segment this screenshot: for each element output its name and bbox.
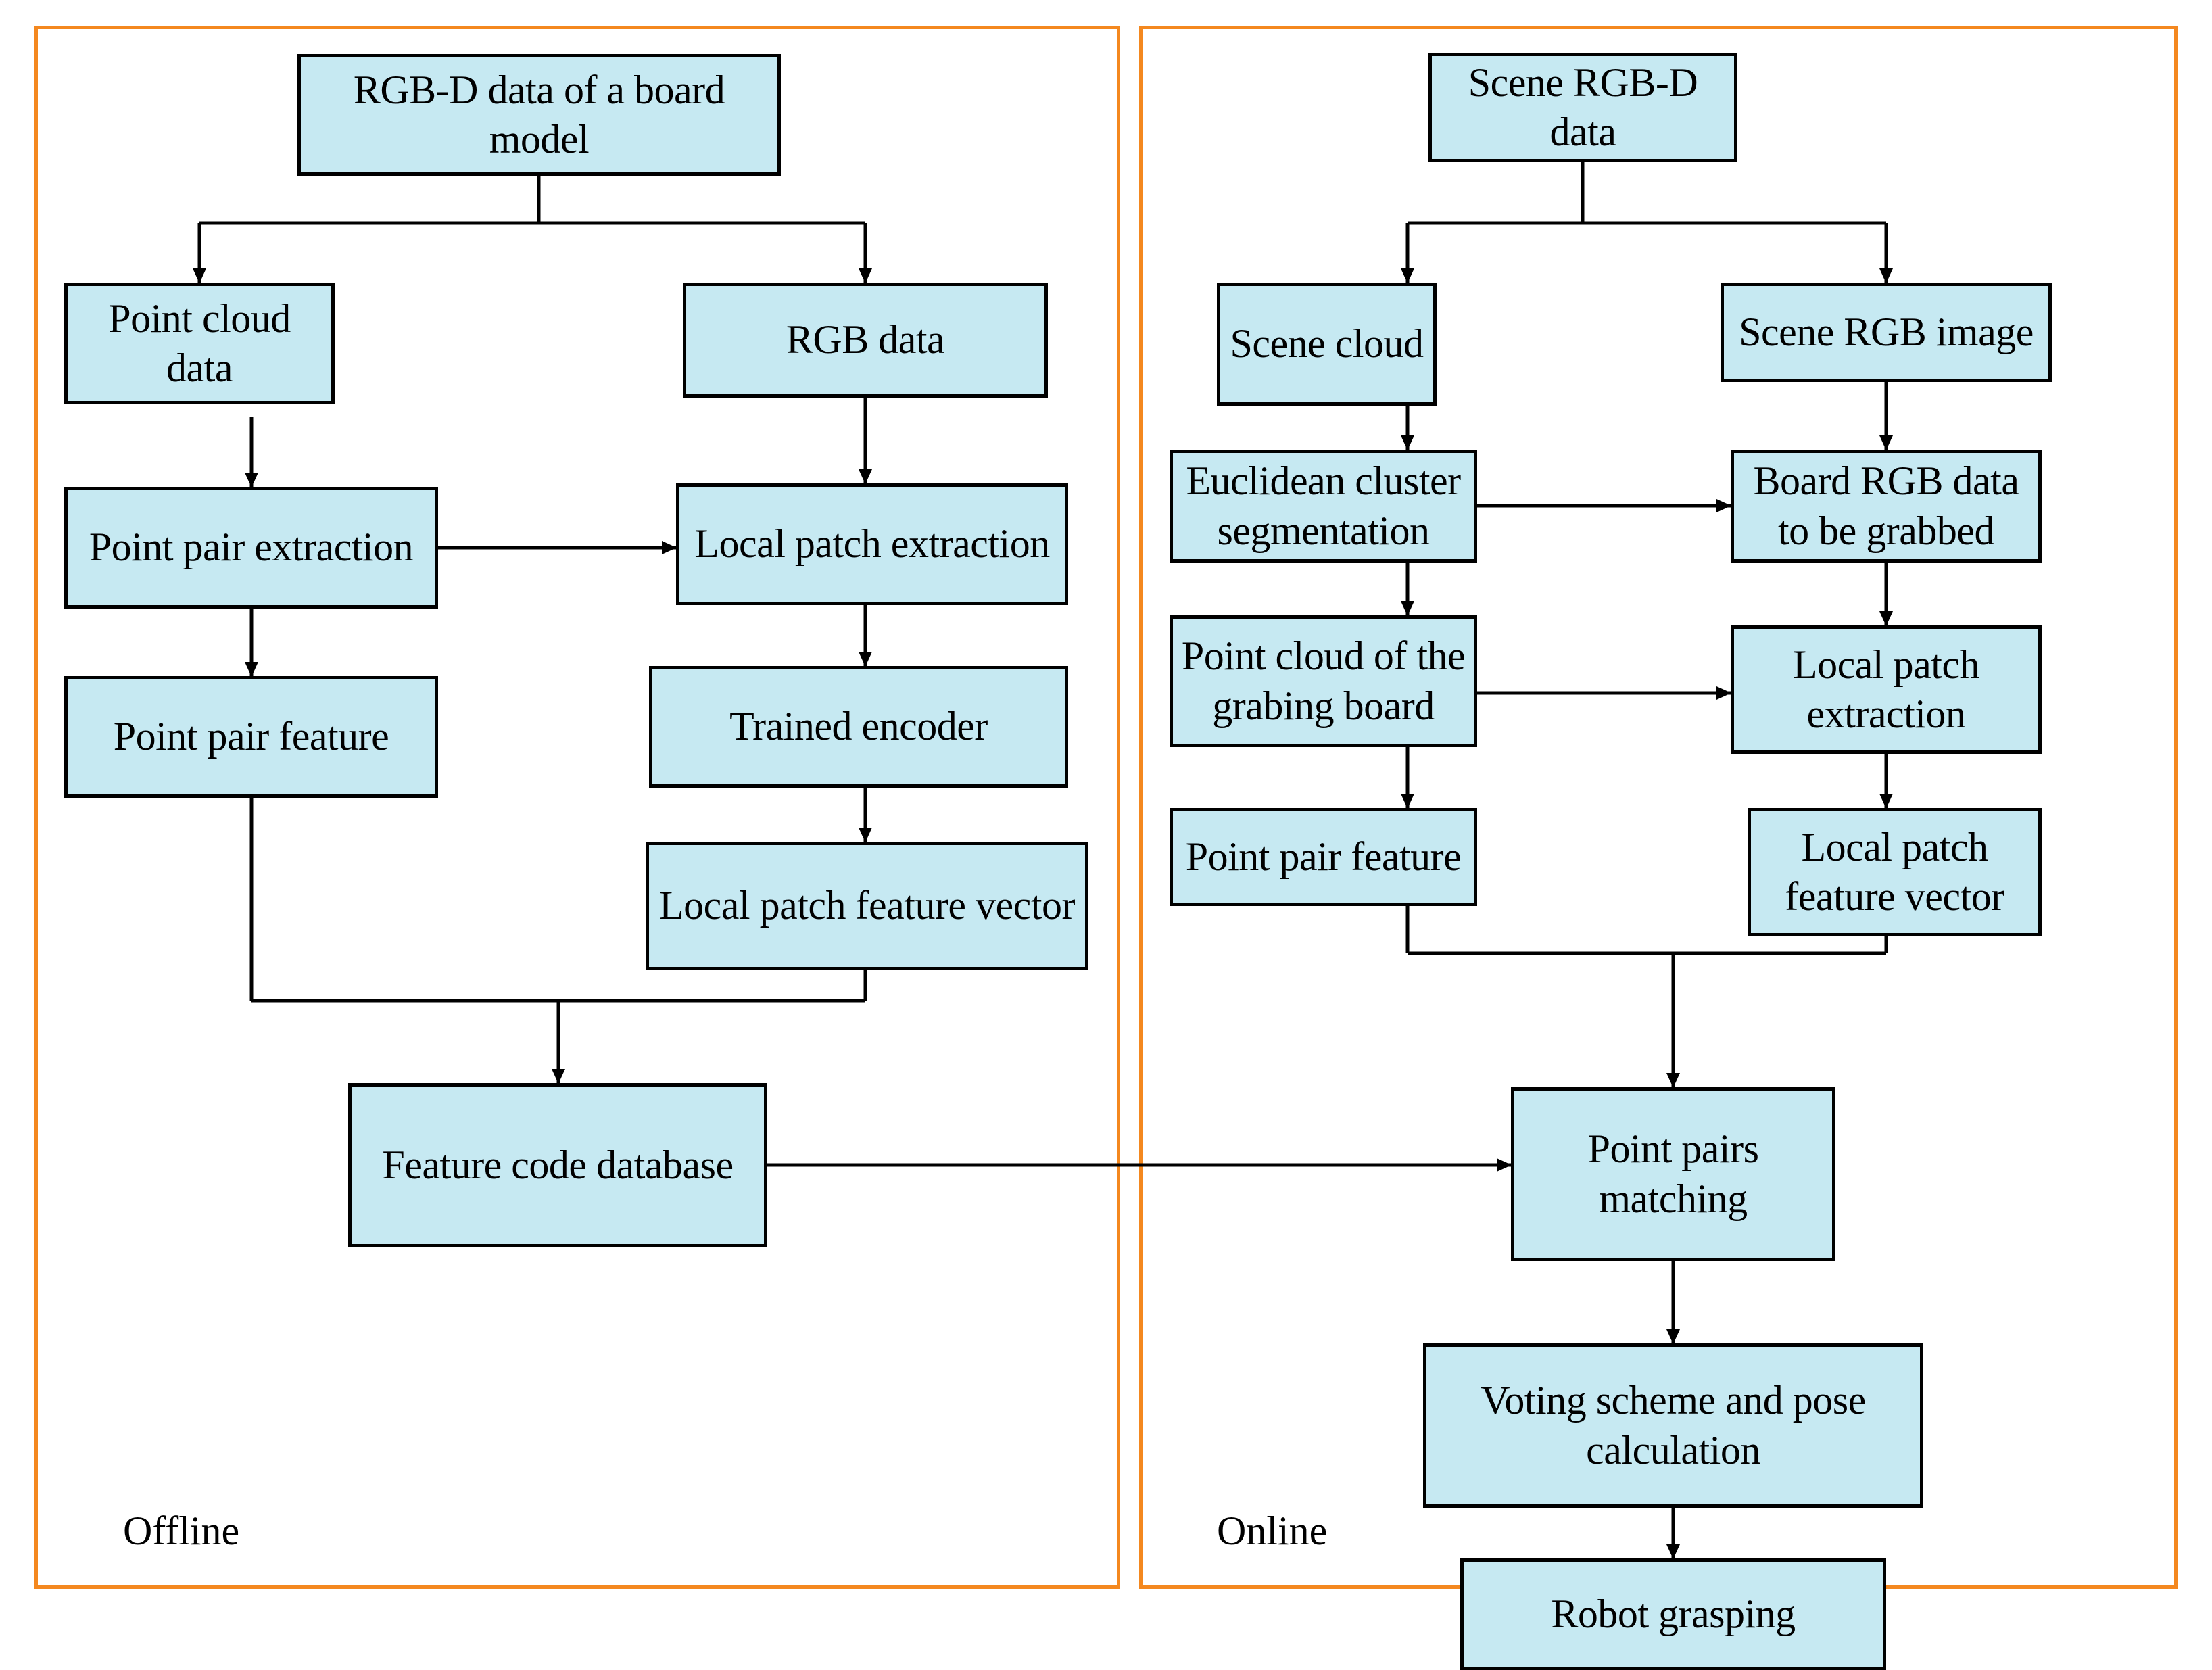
node-label: Local patch feature vector: [659, 883, 1075, 928]
node-label: Local patch extraction: [1792, 642, 1980, 736]
node-label: Scene RGB-D data: [1468, 59, 1698, 154]
node-point-pair-extraction[interactable]: Point pair extraction: [64, 487, 438, 609]
connector-layer: [193, 162, 1893, 1559]
node-scene-rgbd-data[interactable]: Scene RGB-D data: [1428, 53, 1737, 162]
node-label: Local patch extraction: [694, 521, 1050, 567]
node-local-patch-extraction[interactable]: Local patch extraction: [676, 483, 1068, 605]
node-trained-encoder[interactable]: Trained encoder: [649, 666, 1068, 788]
node-label: Scene cloud: [1230, 321, 1424, 366]
node-point-cloud-data[interactable]: Point cloud data: [64, 283, 335, 404]
node-label: Point cloud of the grabing board: [1181, 634, 1466, 728]
node-robot-grasping[interactable]: Robot grasping: [1460, 1558, 1886, 1670]
node-euclidean-cluster-segmentation[interactable]: Euclidean cluster segmentation: [1170, 450, 1477, 563]
panel-label-offline: Offline: [123, 1508, 240, 1553]
node-label: Local patch feature vector: [1785, 824, 2004, 919]
node-online-local-patch-extraction[interactable]: Local patch extraction: [1731, 625, 2042, 754]
node-label: Point pair feature: [113, 714, 389, 759]
node-feature-code-database[interactable]: Feature code database: [348, 1083, 767, 1247]
node-point-pairs-matching[interactable]: Point pairs matching: [1511, 1087, 1835, 1261]
node-board-rgb-data-to-be-grabbed[interactable]: Board RGB data to be grabbed: [1731, 450, 2042, 563]
node-rgbd-board-model[interactable]: RGB-D data of a board model: [297, 54, 781, 176]
node-point-cloud-of-grabing-board[interactable]: Point cloud of the grabing board: [1170, 615, 1477, 747]
node-label: Point pair extraction: [89, 525, 414, 570]
node-label: Trained encoder: [729, 704, 988, 749]
node-label: Point cloud data: [108, 295, 291, 390]
node-online-local-patch-feature-vector[interactable]: Local patch feature vector: [1748, 808, 2042, 936]
node-online-point-pair-feature[interactable]: Point pair feature: [1170, 808, 1477, 906]
node-scene-cloud[interactable]: Scene cloud: [1217, 283, 1437, 406]
node-label: RGB-D data of a board model: [353, 67, 725, 162]
node-local-patch-feature-vector[interactable]: Local patch feature vector: [646, 842, 1088, 970]
node-label: Euclidean cluster segmentation: [1186, 458, 1461, 553]
panel-label-online: Online: [1217, 1508, 1328, 1553]
node-label: Board RGB data to be grabbed: [1753, 458, 2019, 553]
node-voting-scheme-pose-calculation[interactable]: Voting scheme and pose calculation: [1423, 1343, 1923, 1508]
node-label: Scene RGB image: [1739, 309, 2034, 354]
node-label: Point pair feature: [1185, 834, 1462, 879]
flowchart-canvas: RGB-D data of a board model Point cloud …: [34, 26, 2178, 1670]
panel-offline: [34, 26, 1120, 1589]
node-label: Feature code database: [382, 1142, 734, 1187]
node-point-pair-feature[interactable]: Point pair feature: [64, 676, 438, 798]
node-label: RGB data: [786, 317, 945, 362]
node-label: Voting scheme and pose calculation: [1481, 1378, 1866, 1473]
node-label: Robot grasping: [1551, 1591, 1796, 1636]
node-rgb-data[interactable]: RGB data: [683, 283, 1048, 398]
node-scene-rgb-image[interactable]: Scene RGB image: [1721, 283, 2052, 382]
node-label: Point pairs matching: [1587, 1126, 1759, 1221]
